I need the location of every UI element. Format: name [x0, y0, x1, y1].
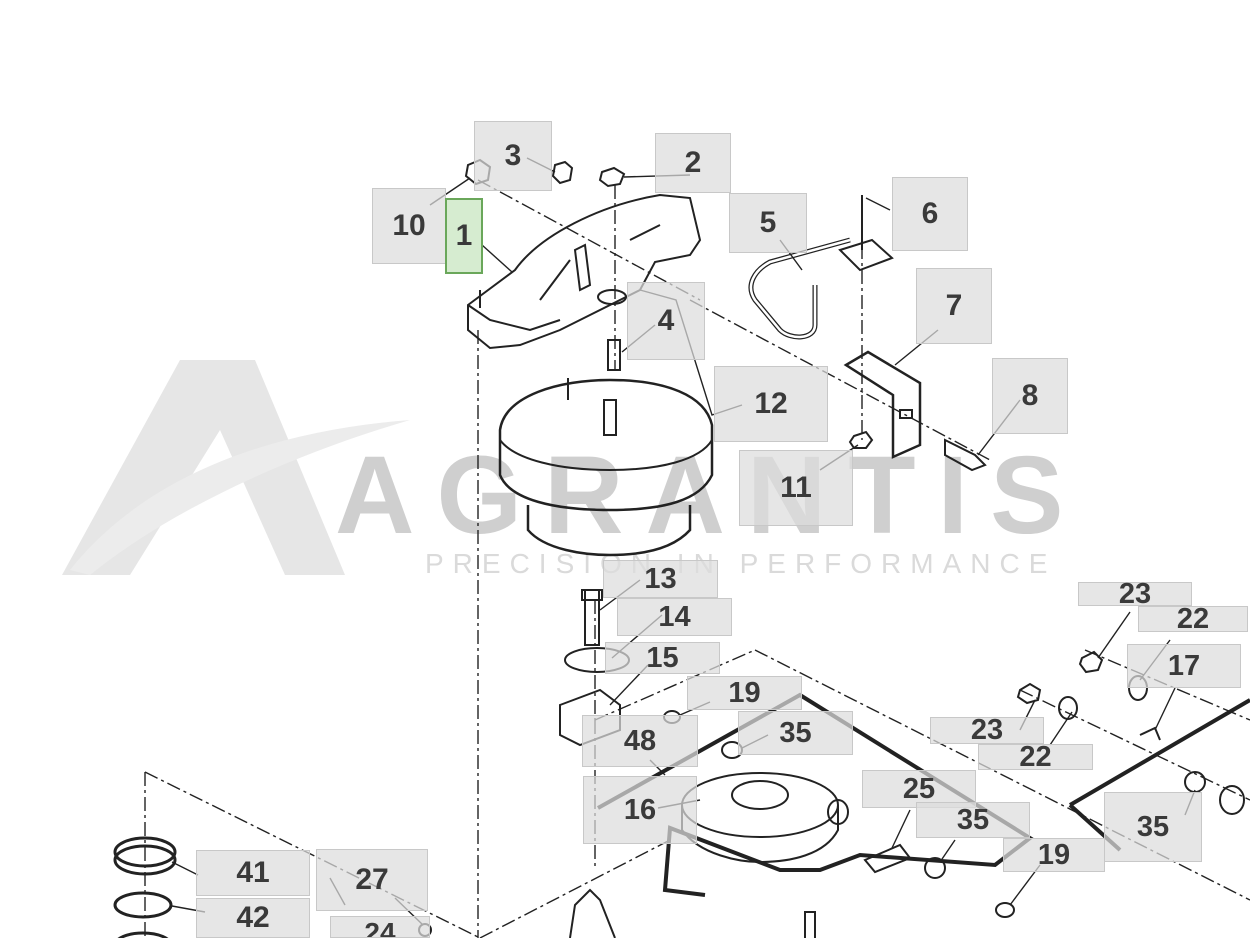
hotspot-part-22-mid[interactable]: 22: [978, 741, 1093, 773]
hotspot-part-8[interactable]: 8: [992, 358, 1068, 434]
hotspot-part-25[interactable]: 25: [862, 770, 976, 808]
hotspot-part-11[interactable]: 11: [739, 450, 853, 526]
hotspot-part-35-right[interactable]: 35: [1104, 792, 1202, 862]
hotspot-part-22-top[interactable]: 22: [1138, 603, 1248, 635]
hotspot-part-35-mid[interactable]: 35: [916, 802, 1030, 838]
hotspot-part-1[interactable]: 1: [445, 198, 483, 274]
hotspot-part-41[interactable]: 41: [196, 850, 310, 896]
hotspot-part-13[interactable]: 13: [603, 560, 718, 598]
hotspot-part-19-upper[interactable]: 19: [687, 676, 802, 710]
hotspot-part-14[interactable]: 14: [617, 598, 732, 636]
hotspot-part-6[interactable]: 6: [892, 177, 968, 251]
hotspot-part-23-mid[interactable]: 23: [930, 714, 1044, 746]
hotspot-part-27[interactable]: 27: [316, 849, 428, 911]
watermark-brand: AGRANTIS: [335, 434, 1086, 557]
hotspot-part-24[interactable]: 24: [330, 916, 430, 938]
hotspot-part-5[interactable]: 5: [729, 193, 807, 253]
hotspot-part-16[interactable]: 16: [583, 776, 697, 844]
hotspot-part-3[interactable]: 3: [474, 121, 552, 191]
hotspot-part-7[interactable]: 7: [916, 268, 992, 344]
hotspot-part-48[interactable]: 48: [582, 715, 698, 767]
hotspot-part-4[interactable]: 4: [627, 282, 705, 360]
hotspot-part-10[interactable]: 10: [372, 188, 446, 264]
watermark-tagline: PRECISION IN PERFORMANCE: [425, 548, 1057, 579]
hotspot-part-2[interactable]: 2: [655, 133, 731, 193]
hotspot-part-23-top[interactable]: 23: [1078, 578, 1192, 610]
hotspot-part-17[interactable]: 17: [1127, 644, 1241, 688]
hotspot-part-42[interactable]: 42: [196, 898, 310, 938]
hotspot-part-19-lower[interactable]: 19: [1003, 838, 1105, 872]
hotspot-part-15[interactable]: 15: [605, 642, 720, 674]
hotspot-part-12[interactable]: 12: [714, 366, 828, 442]
hotspot-part-35-upper[interactable]: 35: [738, 711, 853, 755]
